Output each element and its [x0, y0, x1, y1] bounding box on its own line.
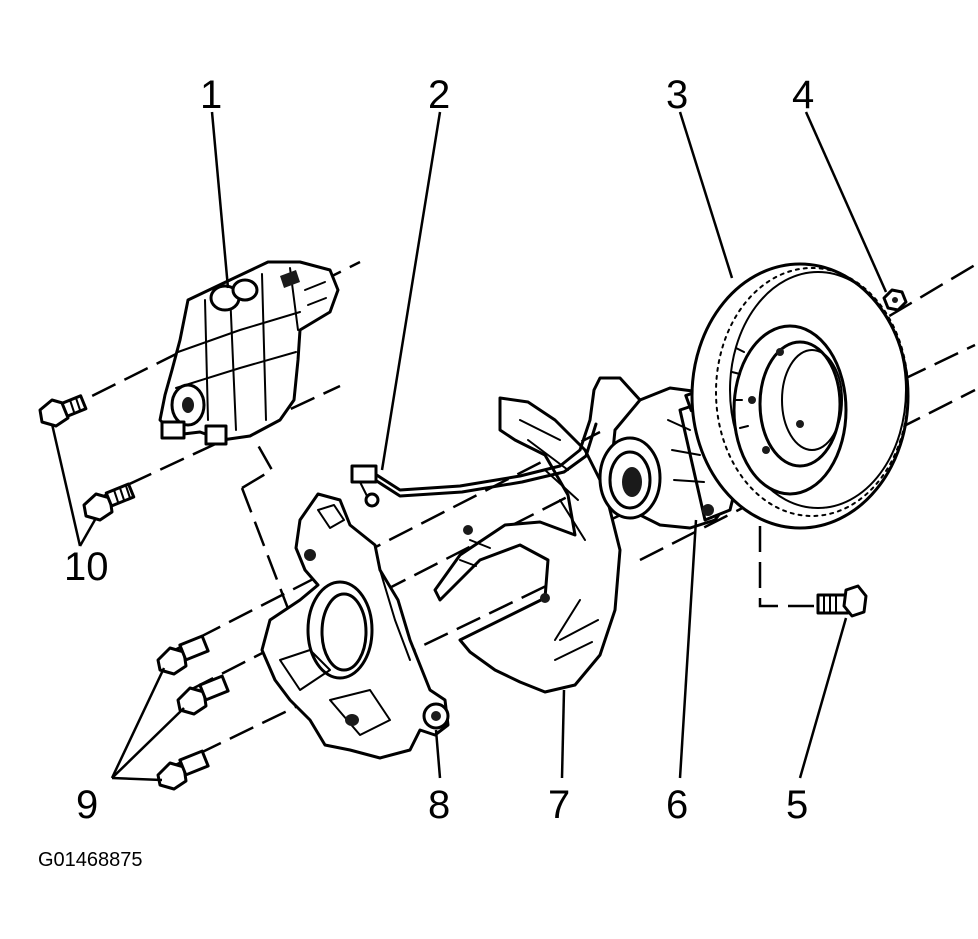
knuckle-bolt-middle: [176, 674, 230, 716]
rotor-retaining-nut: [882, 288, 908, 312]
knuckle-bolts: [156, 634, 230, 791]
hub-mounting-bolt: [816, 584, 868, 618]
wheel-speed-sensor-harness: [350, 376, 652, 508]
callout-6: 6: [666, 783, 688, 827]
callout-3: 3: [666, 73, 688, 117]
brake-rotor: [690, 262, 910, 530]
callout-7: 7: [548, 783, 570, 827]
callout-2: 2: [428, 73, 450, 117]
brake-splash-shield: [433, 396, 622, 694]
caliper-bolts: [38, 394, 136, 522]
callout-labels: 1 2 3 4 10 9 8 7 6 5: [64, 73, 814, 827]
callout-1: 1: [200, 73, 222, 117]
callout-9: 9: [76, 783, 98, 827]
knuckle-bolt-upper: [156, 634, 210, 676]
callout-5: 5: [786, 783, 808, 827]
callout-4: 4: [792, 73, 814, 117]
callout-10: 10: [64, 545, 109, 589]
brake-caliper: [158, 260, 340, 446]
caliper-bolt-upper: [38, 394, 88, 428]
caliper-bolt-lower: [82, 482, 136, 522]
knuckle-bolt-lower: [156, 749, 210, 791]
callout-8: 8: [428, 783, 450, 827]
figure-code: G01468875: [38, 849, 143, 871]
steering-knuckle: [260, 492, 450, 760]
callout-leader-lines: [50, 111, 888, 782]
